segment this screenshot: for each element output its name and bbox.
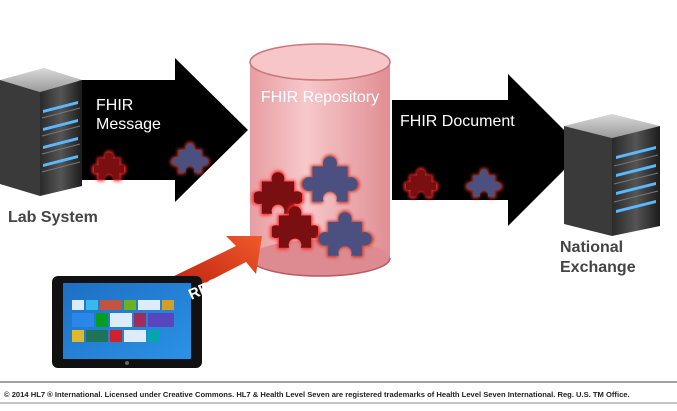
fhir-document-arrow	[392, 74, 584, 226]
fhir-repository-label: FHIR Repository	[260, 89, 380, 106]
national-exchange-label: National Exchange	[560, 239, 636, 276]
tablet-icon	[52, 276, 202, 368]
fhir-message-label: FHIR Message	[96, 97, 161, 133]
copyright-footer: © 2014 HL7 ® International. Licensed und…	[4, 390, 630, 399]
lab-system-server-icon	[0, 68, 82, 196]
national-exchange-server-icon	[564, 114, 660, 236]
lab-system-label: Lab System	[8, 209, 98, 226]
fhir-document-label: FHIR Document	[400, 113, 515, 130]
